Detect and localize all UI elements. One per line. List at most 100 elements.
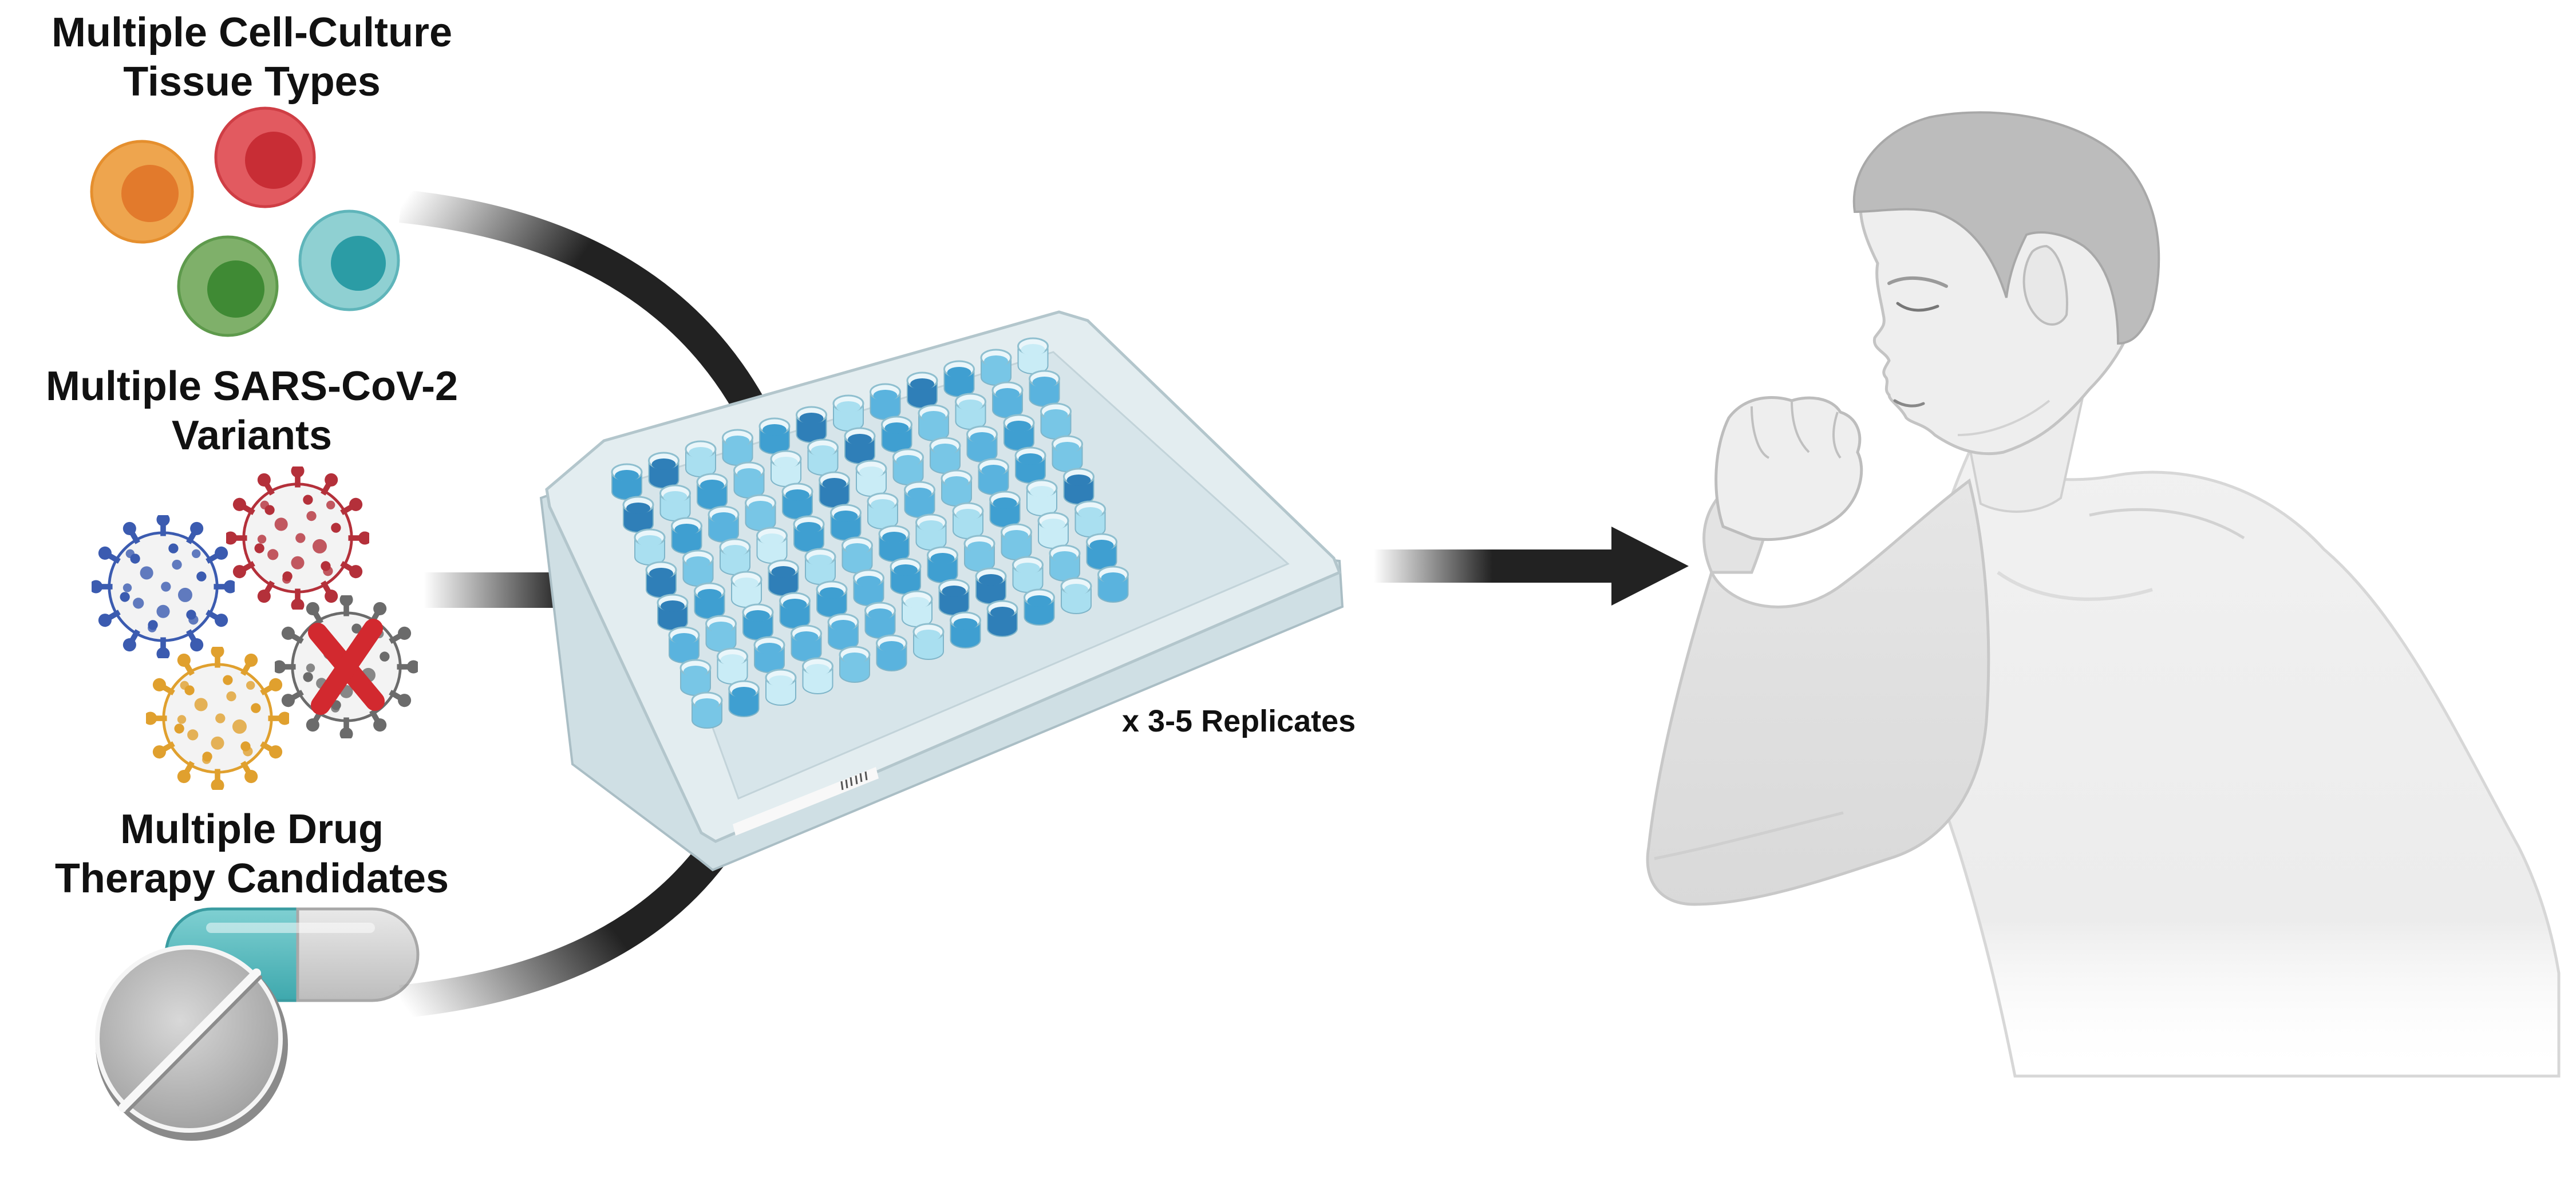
- cell-icon: [90, 140, 194, 244]
- well: [770, 450, 802, 487]
- well: [1001, 523, 1032, 560]
- well: [1060, 577, 1092, 614]
- well: [793, 515, 825, 552]
- well: [645, 561, 677, 598]
- well: [1012, 556, 1044, 593]
- well: [980, 349, 1012, 386]
- well: [758, 417, 791, 454]
- well: [1040, 402, 1072, 440]
- cell-icon: [214, 106, 316, 208]
- well: [890, 557, 922, 595]
- well: [906, 371, 938, 409]
- pill-group: [95, 907, 420, 1141]
- well: [904, 481, 935, 518]
- well: [1052, 435, 1083, 472]
- well: [708, 505, 740, 543]
- well: [955, 393, 986, 430]
- variants-label-line-1: Multiple SARS-CoV-2: [45, 363, 459, 409]
- well: [1029, 370, 1060, 407]
- well: [870, 383, 901, 420]
- well: [975, 567, 1007, 604]
- well: [878, 525, 910, 562]
- well: [915, 513, 947, 551]
- well: [830, 504, 862, 541]
- cell-icon: [298, 209, 400, 311]
- well: [657, 594, 689, 631]
- cell-icon: [177, 235, 279, 337]
- well: [901, 590, 933, 627]
- well: [671, 517, 702, 554]
- well: [832, 394, 864, 432]
- well: [952, 502, 984, 539]
- well: [819, 471, 850, 508]
- cell-group: [90, 106, 400, 337]
- variants-label-line-2: Variants: [171, 413, 333, 458]
- barcode-label: [733, 767, 879, 836]
- well: [691, 691, 723, 729]
- virus-group: [89, 464, 420, 792]
- well: [938, 579, 970, 616]
- well: [779, 592, 811, 629]
- well-plate-icon: [539, 310, 1344, 872]
- well: [648, 452, 679, 489]
- well: [753, 636, 785, 673]
- variants-label: Multiple SARS-CoV-2 Variants: [11, 362, 492, 460]
- well: [941, 469, 973, 507]
- well: [864, 602, 896, 639]
- well: [705, 615, 737, 652]
- well: [1074, 500, 1106, 537]
- well: [966, 425, 998, 462]
- virus-icon: [224, 464, 372, 612]
- well: [1086, 533, 1117, 570]
- well: [768, 559, 799, 596]
- well: [881, 416, 912, 453]
- well: [876, 634, 907, 671]
- capsule-icon: [164, 907, 420, 1002]
- well: [892, 448, 924, 485]
- well: [685, 440, 717, 477]
- well: [986, 600, 1018, 637]
- well: [791, 624, 822, 662]
- well: [745, 494, 776, 531]
- well: [1049, 544, 1081, 582]
- well: [839, 646, 871, 683]
- well-grid: [611, 337, 1129, 729]
- well: [717, 647, 748, 685]
- tissue-types-label-line-1: Multiple Cell-Culture: [52, 10, 452, 56]
- well: [1003, 414, 1035, 451]
- well: [694, 582, 725, 619]
- well: [844, 427, 876, 464]
- well: [816, 580, 848, 618]
- well: [622, 496, 654, 533]
- well: [827, 613, 859, 650]
- well: [756, 527, 788, 564]
- well: [659, 484, 691, 521]
- replicates-label: x 3-5 Replicates: [1122, 704, 1356, 738]
- well: [682, 549, 714, 587]
- well: [781, 483, 813, 520]
- well: [867, 492, 899, 529]
- well: [927, 546, 958, 583]
- well: [765, 669, 797, 706]
- tablet-icon: [95, 945, 288, 1141]
- arrow-plate-to-person: [1374, 527, 1689, 606]
- well: [728, 680, 760, 717]
- well: [943, 360, 975, 397]
- well: [679, 659, 712, 696]
- well: [855, 460, 887, 497]
- well: [1024, 588, 1055, 626]
- well: [733, 461, 765, 499]
- well: [963, 535, 995, 572]
- well: [1026, 479, 1058, 516]
- well: [722, 429, 753, 466]
- well: [1017, 337, 1049, 374]
- well: [668, 626, 700, 663]
- well: [804, 548, 836, 585]
- tissue-types-label: Multiple Cell-Culture Tissue Types: [17, 8, 487, 106]
- virus-icon: [144, 645, 291, 792]
- tissue-types-label-line-2: Tissue Types: [123, 59, 381, 105]
- fist: [1714, 396, 1863, 541]
- well: [1063, 468, 1095, 505]
- well: [807, 438, 839, 476]
- well: [634, 528, 666, 566]
